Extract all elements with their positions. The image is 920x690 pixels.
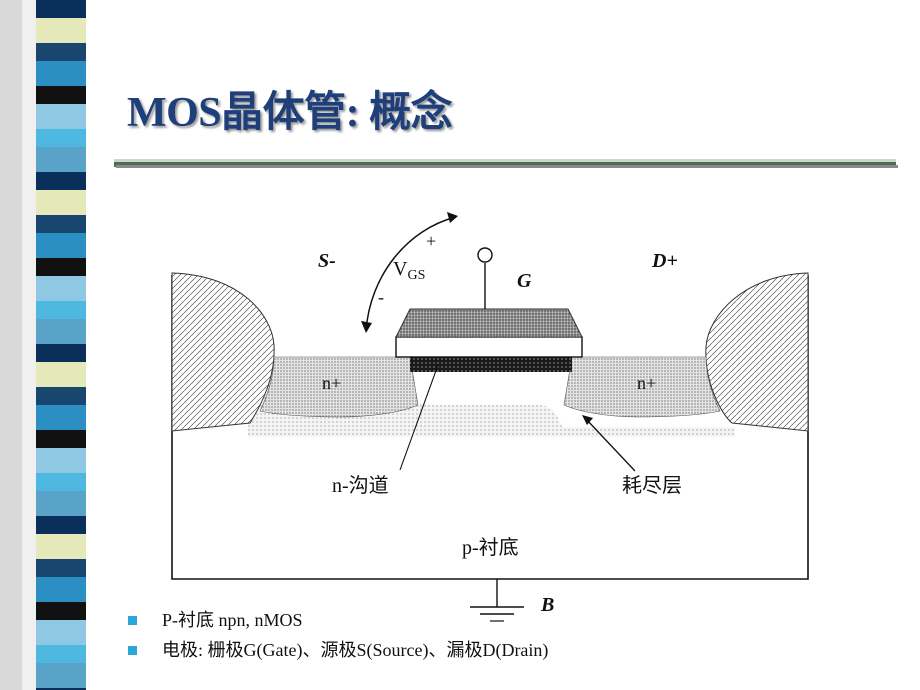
stripe-block: [36, 61, 86, 86]
n-plus-right-label: n+: [637, 373, 656, 393]
bullet-text: 电极: 栅极G(Gate)、源极S(Source)、漏极D(Drain): [162, 640, 549, 660]
vgs-minus-sign: -: [378, 287, 384, 307]
body-label: B: [540, 594, 554, 616]
substrate-label: p-衬底: [462, 536, 519, 559]
drain-label: D+: [651, 250, 678, 272]
field-oxide-left: [171, 272, 275, 432]
stripe-block: [36, 663, 86, 688]
gate-oxide: [395, 336, 583, 358]
depletion-label: 耗尽层: [622, 474, 682, 497]
stripe-block: [36, 516, 86, 534]
channel-label: n-沟道: [332, 474, 389, 497]
gate-terminal-icon: [477, 247, 493, 263]
vgs-label: VGS: [393, 258, 425, 283]
stripe-block: [36, 233, 86, 258]
stripe-block: [36, 258, 86, 276]
vgs-plus-sign: +: [426, 231, 436, 251]
stripe-block: [36, 18, 86, 43]
stripe-block: [36, 688, 86, 690]
stripe-block: [36, 276, 86, 301]
title-divider: [114, 159, 898, 168]
stripe-block: [36, 620, 86, 645]
depletion-pointer-arrowhead-icon: [582, 415, 593, 425]
vgs-arrowhead-bottom-icon: [361, 321, 372, 333]
depletion-pointer: [585, 418, 636, 472]
stripe-block: [36, 319, 86, 344]
source-label: S-: [318, 250, 336, 272]
field-oxide-right: [705, 272, 809, 432]
vgs-arrow: [365, 216, 457, 332]
gate-electrode: [395, 308, 583, 338]
page-title: MOS晶体管: 概念: [127, 90, 453, 136]
stripe-block: [36, 387, 86, 405]
n-plus-drain-region: [563, 356, 721, 418]
n-plus-left-label: n+: [322, 373, 341, 393]
stripe-block: [36, 362, 86, 387]
stripe-block: [36, 645, 86, 663]
stripe-block: [36, 430, 86, 448]
n-channel: [410, 357, 572, 372]
n-plus-source-region: [259, 356, 419, 418]
stripe-block: [36, 473, 86, 491]
stripe-block: [36, 43, 86, 61]
bullet-text: P-衬底 npn, nMOS: [162, 610, 303, 630]
gate-label: G: [517, 270, 532, 292]
stripe-block: [36, 190, 86, 215]
stripe-block: [36, 405, 86, 430]
stripe-block: [36, 172, 86, 190]
decorative-stripe-band: [0, 0, 112, 690]
vgs-arrowhead-top-icon: [447, 212, 458, 223]
square-bullet-icon: [128, 646, 137, 655]
stripe-block: [36, 147, 86, 172]
bullet-item: P-衬底 npn, nMOS: [128, 606, 548, 636]
stripe-block: [36, 0, 86, 18]
stripe-block: [36, 86, 86, 104]
stripe-block: [36, 534, 86, 559]
stripe-block: [36, 215, 86, 233]
bullet-list: P-衬底 npn, nMOS 电极: 栅极G(Gate)、源极S(Source)…: [128, 606, 548, 666]
ground-icon: [470, 579, 524, 622]
stripe-block: [36, 448, 86, 473]
channel-pointer: [399, 364, 439, 471]
stripe-block: [36, 577, 86, 602]
stripe-block: [36, 104, 86, 129]
bullet-item: 电极: 栅极G(Gate)、源极S(Source)、漏极D(Drain): [128, 636, 548, 666]
square-bullet-icon: [128, 616, 137, 625]
stripe-block: [36, 602, 86, 620]
stripe-block: [36, 129, 86, 147]
stripe-block: [36, 344, 86, 362]
stripe-block: [36, 559, 86, 577]
stripe-block: [36, 491, 86, 516]
stripe-block: [36, 301, 86, 319]
mos-cross-section-diagram: S- D+ G B VGS + - n+ n+ n-沟道 耗尽层 p-衬底: [171, 212, 809, 622]
